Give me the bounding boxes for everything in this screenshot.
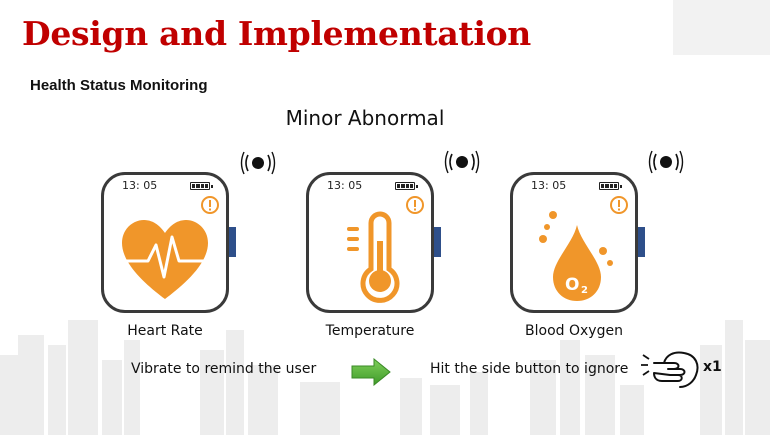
side-button[interactable] [434,227,441,257]
vibration-icon [648,150,684,174]
watch-time: 13: 05 [122,179,158,192]
thermometer-icon [347,211,400,303]
ignore-instruction-text: Hit the side button to ignore [430,361,629,377]
section-subtitle: Health Status Monitoring [30,77,208,94]
battery-icon [395,182,418,190]
watch-temperature: 13: 05 [306,172,441,313]
battery-icon [190,182,213,190]
tap-count: x1 [703,359,722,375]
watch-heart-rate: 13: 05 [101,172,236,313]
blood-oxygen-drop-icon: O 2 [539,211,613,301]
slide-title: Design and Implementation [22,14,531,53]
vibration-icon [240,151,276,175]
label-heart-rate: Heart Rate [127,323,203,339]
label-blood-oxygen: Blood Oxygen [525,323,623,339]
battery-icon [599,182,622,190]
vibrate-reminder-text: Vibrate to remind the user [131,361,317,377]
corner-decoration [673,0,770,55]
svg-text:O: O [565,275,579,295]
vibration-icon [444,150,480,174]
side-button[interactable] [229,227,236,257]
label-temperature: Temperature [325,323,415,339]
heart-rate-icon [122,220,208,299]
alert-icon [610,196,628,214]
status-heading: Minor Abnormal [285,106,445,130]
watch-blood-oxygen: 13: 05 O 2 [510,172,645,313]
alert-icon [406,196,424,214]
alert-icon [201,196,219,214]
svg-text:2: 2 [581,285,588,296]
watch-time: 13: 05 [531,179,567,192]
tap-hand-icon [641,351,699,388]
arrow-right-icon [351,358,391,386]
watch-time: 13: 05 [327,179,363,192]
side-button[interactable] [638,227,645,257]
